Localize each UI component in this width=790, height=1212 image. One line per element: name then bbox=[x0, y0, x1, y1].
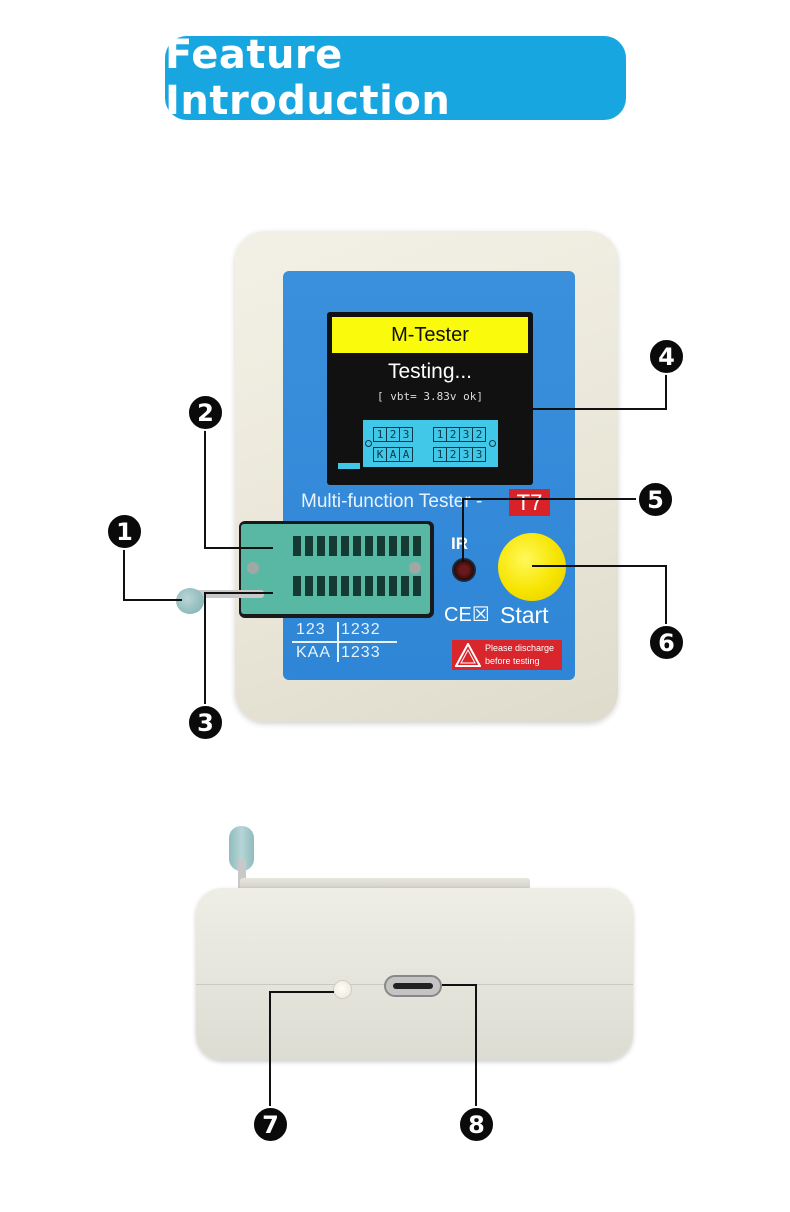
warning-label: Please discharge before testing bbox=[452, 640, 562, 670]
side-socket-edge bbox=[240, 878, 530, 890]
lcd-pin-cell: 3 bbox=[402, 428, 410, 441]
lcd-pin-cell: A bbox=[387, 448, 400, 461]
callout-4: 4 bbox=[648, 338, 685, 375]
lcd-battery-text: [ vbt= 3.83v ok] bbox=[377, 390, 483, 403]
callout-8: 8 bbox=[458, 1106, 495, 1143]
lcd-pin-cell: 1 bbox=[374, 428, 387, 441]
lcd-pin-cell: 2 bbox=[475, 428, 483, 441]
pinout-top-right: 1232 bbox=[341, 621, 381, 638]
lcd-pin-cell: 2 bbox=[447, 448, 460, 461]
warning-text: Please discharge before testing bbox=[485, 642, 554, 668]
lcd-pin-cell: K bbox=[374, 448, 387, 461]
zif-screw-icon bbox=[409, 562, 421, 574]
lcd-pin-dot-right-icon bbox=[489, 440, 496, 447]
side-lever bbox=[238, 860, 246, 894]
zif-slot-row-top bbox=[293, 536, 421, 556]
ir-sensor-icon bbox=[452, 558, 476, 582]
charge-indicator-led-icon bbox=[333, 980, 352, 999]
lcd-pinbox-left-bottom: K A A bbox=[373, 447, 413, 462]
lcd-pin-cell: 2 bbox=[447, 428, 460, 441]
lcd-pin-diagram: 1 2 3 K A A 1 2 3 2 1 2 3 3 bbox=[363, 420, 498, 467]
usb-c-port[interactable] bbox=[384, 975, 442, 997]
lcd-pin-cell: 3 bbox=[475, 448, 483, 461]
lcd-pin-cell: 1 bbox=[434, 428, 447, 441]
callout-3: 3 bbox=[187, 704, 224, 741]
lcd-pin-cell: 3 bbox=[460, 448, 473, 461]
lcd-progress-bar bbox=[338, 463, 360, 469]
lcd-pin-cell: 2 bbox=[387, 428, 400, 441]
pinout-bottom-right: 1233 bbox=[341, 644, 381, 661]
device-side-view bbox=[196, 888, 633, 1060]
callout-6: 6 bbox=[648, 624, 685, 661]
callout-7: 7 bbox=[252, 1106, 289, 1143]
lcd-pin-dot-left-icon bbox=[365, 440, 372, 447]
warning-triangle-icon bbox=[455, 643, 481, 667]
callout-2: 2 bbox=[187, 394, 224, 431]
callout-5: 5 bbox=[637, 481, 674, 518]
zif-screw-icon bbox=[247, 562, 259, 574]
warning-line-2: before testing bbox=[485, 656, 540, 666]
warning-line-1: Please discharge bbox=[485, 643, 555, 653]
lcd-pin-cell: 3 bbox=[460, 428, 473, 441]
pinout-divider-horizontal bbox=[292, 641, 397, 643]
pinout-divider-vertical bbox=[337, 622, 339, 662]
start-label: Start bbox=[500, 602, 549, 628]
pinout-bottom-left: KAA bbox=[296, 644, 332, 661]
zif-slot-row-bottom bbox=[293, 576, 421, 596]
callout-1: 1 bbox=[106, 513, 143, 550]
model-badge: T7 bbox=[509, 489, 550, 516]
pinout-top-left: 123 bbox=[296, 621, 326, 638]
zif-socket-body bbox=[241, 524, 430, 614]
brand-text: Multi-function Tester - bbox=[301, 491, 483, 512]
lcd-pin-cell: A bbox=[402, 448, 410, 461]
lcd-header: M-Tester bbox=[332, 317, 528, 353]
lcd-status-text: Testing... bbox=[387, 360, 473, 383]
lcd-pin-cell: 1 bbox=[434, 448, 447, 461]
ce-mark: CE☒ bbox=[444, 604, 490, 626]
lcd-pinbox-right-top: 1 2 3 2 bbox=[433, 427, 486, 442]
lcd-pinbox-left-top: 1 2 3 bbox=[373, 427, 413, 442]
page-title: Feature Introduction bbox=[165, 32, 626, 124]
lcd-pinbox-right-bottom: 1 2 3 3 bbox=[433, 447, 486, 462]
